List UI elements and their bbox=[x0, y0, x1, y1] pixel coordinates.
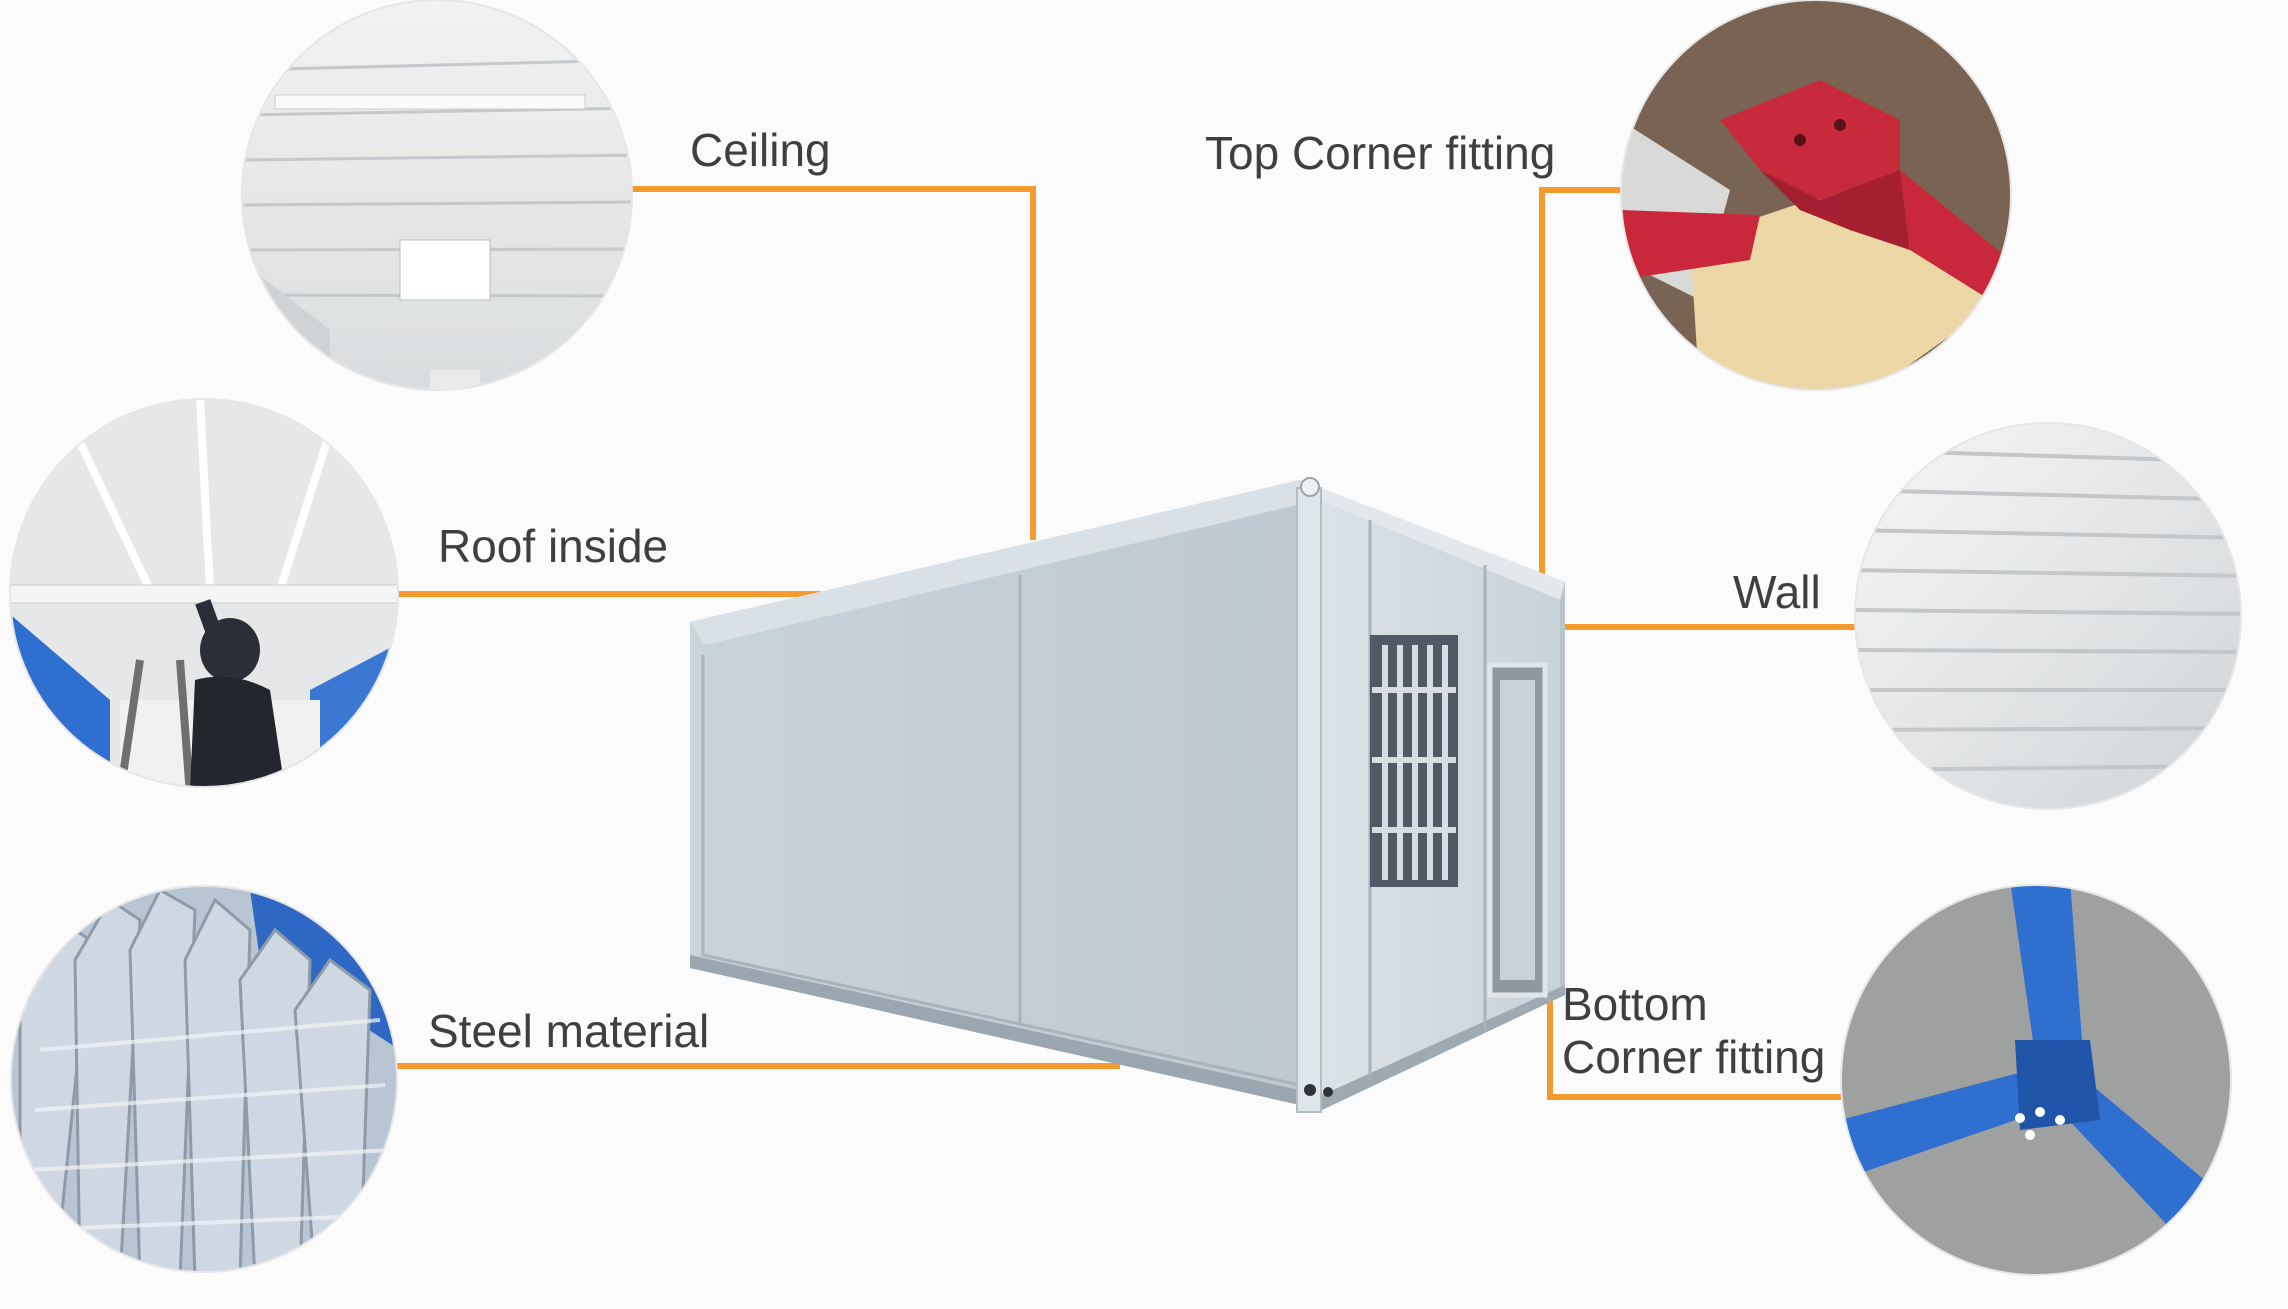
connector-top-corner bbox=[1539, 187, 1622, 575]
top-corner-fitting-label: Top Corner fitting bbox=[1205, 127, 1556, 179]
bottom-corner-label-line2: Corner fitting bbox=[1562, 1031, 1826, 1083]
ceiling-label: Ceiling bbox=[690, 124, 831, 176]
connector-ceiling bbox=[632, 186, 1036, 540]
connector-bottom-corner bbox=[1547, 988, 1843, 1100]
top-corner-fitting-photo bbox=[1620, 0, 2012, 391]
bottom-corner-fitting-photo bbox=[1840, 884, 2232, 1276]
wall-label: Wall bbox=[1733, 566, 1821, 618]
wall-photo bbox=[1854, 422, 2242, 810]
roof-inside-label: Roof inside bbox=[438, 520, 669, 572]
bottom-corner-label-line1: Bottom bbox=[1562, 978, 1708, 1030]
connector-lines bbox=[397, 186, 1856, 1100]
ceiling-photo bbox=[241, 0, 633, 391]
steel-material-label: Steel material bbox=[428, 1005, 710, 1057]
container-house bbox=[690, 477, 1565, 1113]
roof-inside-photo bbox=[9, 398, 399, 788]
steel-material-photo bbox=[10, 885, 398, 1273]
